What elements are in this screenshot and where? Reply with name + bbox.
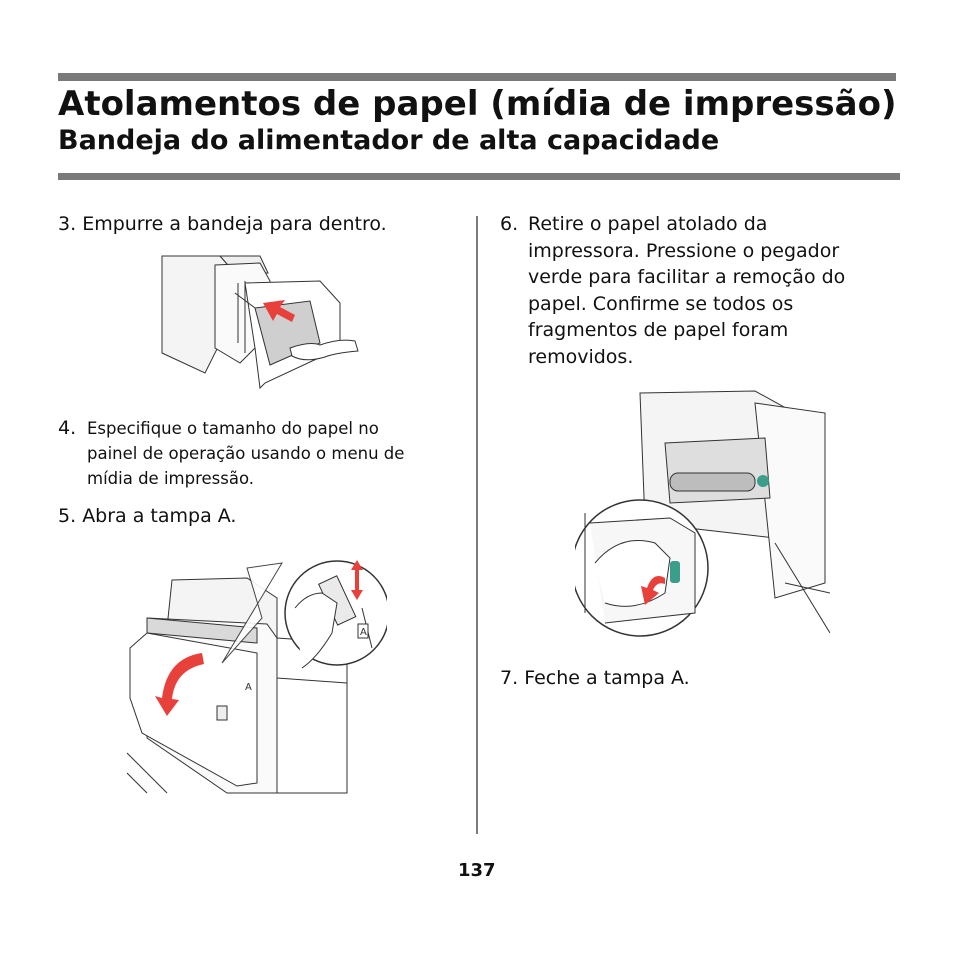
open-cover-a-illustration: A A	[127, 560, 387, 794]
step-text: Abra a tampa A.	[82, 505, 237, 527]
page-number: 137	[458, 860, 496, 881]
step-number: 3.	[58, 213, 77, 235]
step-5: 5. Abra a tampa A.	[58, 503, 236, 530]
step-6: 6.	[500, 211, 518, 238]
page-subtitle: Bandeja do alimentador de alta capacidad…	[58, 125, 720, 156]
step-text-line: mídia de impressão.	[87, 469, 254, 488]
step-6-body: Retire o papel atolado da impressora. Pr…	[528, 211, 845, 370]
step-text-line: fragmentos de papel foram	[528, 319, 789, 341]
step-text: Feche a tampa A.	[524, 667, 690, 689]
step-3: 3. Empurre a bandeja para dentro.	[58, 211, 387, 238]
step-text-line: removidos.	[528, 345, 634, 368]
step-7: 7. Feche a tampa A.	[500, 665, 690, 692]
step-text-line: Especifique o tamanho do papel no	[87, 419, 379, 438]
tray-push-illustration	[161, 255, 359, 390]
page-title: Atolamentos de papel (mídia de impressão…	[58, 84, 897, 124]
column-divider	[476, 216, 478, 834]
step-text-line: impressora. Pressione o pegador	[528, 239, 840, 262]
header-rule-bottom	[58, 173, 900, 180]
cover-label: A	[245, 682, 252, 693]
step-number: 4.	[58, 417, 77, 439]
header-rule-top	[58, 73, 896, 81]
step-text-line: Retire o papel atolado da	[528, 213, 768, 235]
step-number: 6.	[500, 213, 519, 235]
step-4-body: Especifique o tamanho do papel no painel…	[87, 416, 404, 491]
remove-jammed-paper-illustration	[575, 390, 830, 637]
cover-label-zoom: A	[360, 627, 367, 638]
step-4: 4.	[58, 415, 76, 442]
step-number: 7.	[500, 667, 519, 689]
step-text-line: verde para facilitar a remoção do	[528, 266, 846, 288]
step-text-line: painel de operação usando o menu de	[87, 444, 405, 463]
step-text-line: papel. Confirme se todos os	[528, 292, 794, 315]
step-text: Empurre a bandeja para dentro.	[82, 213, 387, 235]
step-number: 5.	[58, 505, 77, 527]
